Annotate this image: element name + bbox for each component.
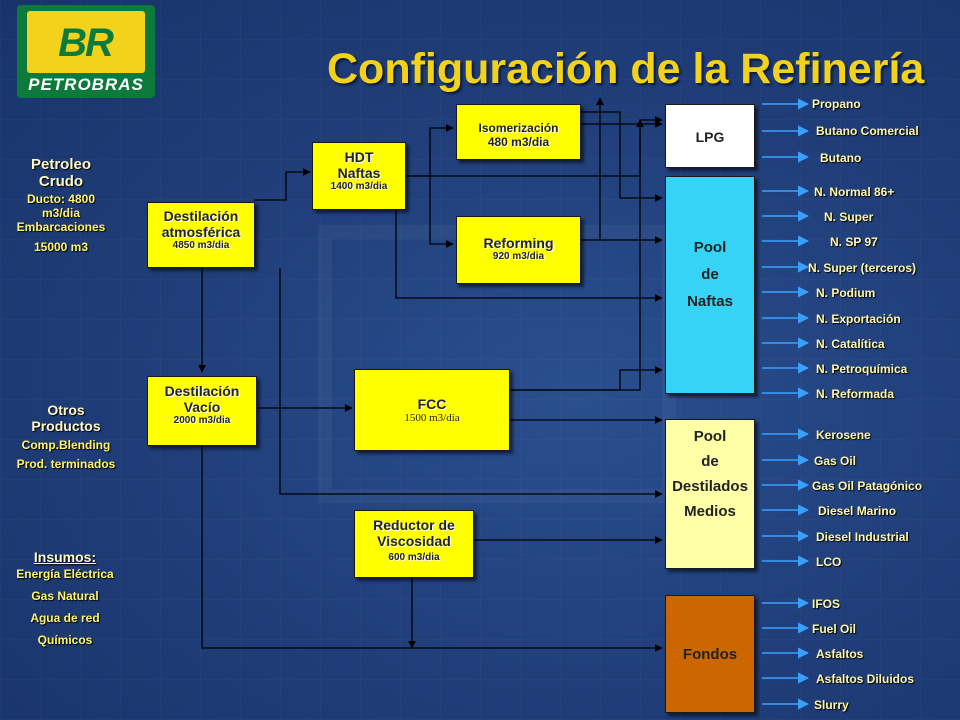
ref-name: Reforming	[483, 235, 554, 251]
hdt-capacity: 1400 m3/dia	[330, 181, 388, 192]
arrow-atm-to-hdt	[254, 168, 311, 201]
destilados-l3: Destilados	[672, 478, 748, 495]
destilados-l2: de	[701, 453, 719, 470]
product-destilados-2: Gas Oil Patagónico	[812, 479, 923, 493]
otros-title-2: Productos	[31, 418, 101, 434]
product-destilados-0: Kerosene	[816, 428, 871, 442]
unit-fcc: FCC 1500 m3/dia	[354, 369, 510, 451]
product-fondos-3: Asfaltos Diluidos	[816, 672, 915, 686]
destilados-l4: Medios	[684, 503, 736, 520]
atm-name-1: Destilación	[163, 208, 239, 224]
lpg-label: LPG	[695, 129, 725, 145]
atm-capacity: 4850 m3/dia	[172, 240, 230, 251]
arrow-atm-to-destilados	[279, 268, 663, 498]
visb-name-1: Reductor de	[373, 517, 455, 533]
product-naftas-6: N. Catalítica	[816, 337, 885, 351]
unit-reforming: Reforming 920 m3/dia	[456, 216, 581, 284]
insumos-title: Insumos:	[33, 549, 97, 565]
insumos-line-2: Gas Natural	[31, 589, 99, 603]
arrow-hdt-to-naftas	[395, 196, 663, 302]
page-title: Configuración de la Refinería	[327, 45, 925, 93]
product-butano: Butano	[820, 151, 862, 165]
product-naftas-2: N. SP 97	[830, 235, 878, 249]
otros-title-1: Otros	[47, 402, 85, 418]
naftas-l2: de	[701, 266, 719, 283]
naftas-l1: Pool	[693, 239, 727, 256]
product-destilados-1: Gas Oil	[814, 454, 857, 468]
otros-line-2: Prod. terminados	[16, 457, 116, 471]
vac-name-2: Vacío	[183, 399, 221, 415]
crude-title-2: Crudo	[38, 173, 84, 190]
arrow-hdt-to-ref	[429, 176, 454, 248]
product-fondos-1: Fuel Oil	[812, 622, 857, 636]
fcc-name: FCC	[417, 396, 447, 412]
input-otros: Otros Productos Comp.Blending Prod. term…	[5, 402, 127, 471]
product-naftas-8: N. Reformada	[816, 387, 895, 401]
logo-br-mark: BR	[58, 21, 114, 65]
visb-name-2: Viscosidad	[377, 533, 451, 549]
product-butano-comercial: Butano Comercial	[816, 124, 919, 138]
pool-fondos: Fondos	[665, 595, 755, 713]
fcc-capacity: 1500 m3/dia	[404, 412, 460, 424]
product-destilados-5: LCO	[816, 555, 842, 569]
product-fondos-0: IFOS	[812, 597, 841, 611]
product-naftas-7: N. Petroquímica	[816, 362, 908, 376]
naftas-l3: Naftas	[687, 293, 733, 310]
unit-hdt-naftas: HDT Naftas 1400 m3/dia	[312, 142, 406, 210]
visb-capacity: 600 m3/dia	[388, 552, 440, 563]
vac-name-1: Destilación	[164, 383, 240, 399]
crude-line-3: Embarcaciones	[16, 220, 106, 234]
destilados-l1: Pool	[693, 428, 727, 445]
product-naftas-0: N. Normal 86+	[814, 185, 895, 199]
product-fondos-4: Slurry	[814, 698, 849, 712]
product-propano: Propano	[812, 97, 861, 111]
pool-destilados-medios: Pool de Destilados Medios	[665, 419, 755, 569]
product-destilados-3: Diesel Marino	[818, 504, 897, 518]
hdt-name-1: HDT	[344, 149, 374, 165]
product-naftas-4: N. Podium	[816, 286, 876, 300]
iso-name: Isomerización	[478, 121, 559, 135]
insumos-line-3: Agua de red	[30, 611, 100, 625]
atm-name-2: atmosférica	[161, 224, 241, 240]
insumos-line-1: Energía Eléctrica	[16, 567, 114, 581]
logo-yellow-panel: BR	[27, 11, 145, 73]
arrow-vac-to-visb	[201, 446, 663, 652]
input-insumos: Insumos: Energía Eléctrica Gas Natural A…	[0, 549, 130, 647]
logo-wordmark: PETROBRAS	[28, 75, 144, 94]
unit-reductor-viscosidad: Reductor de Viscosidad 600 m3/dia	[354, 510, 474, 578]
product-naftas-3: N. Super (terceros)	[808, 261, 917, 275]
hdt-name-2: Naftas	[337, 165, 381, 181]
insumos-line-4: Químicos	[37, 633, 93, 647]
arrow-fcc-to-naftas-2	[510, 366, 663, 391]
product-naftas-5: N. Exportación	[816, 312, 901, 326]
pool-lpg: LPG	[665, 104, 755, 168]
crude-line-2: m3/dia	[41, 206, 80, 220]
crude-line-4: 15000 m3	[33, 240, 89, 254]
ref-capacity: 920 m3/dia	[492, 251, 545, 262]
crude-title-1: Petroleo	[30, 156, 91, 173]
arrow-hdt-to-iso	[405, 124, 454, 177]
unit-destilacion-atmosferica: Destilación atmosférica 4850 m3/dia	[147, 202, 255, 268]
fondos-label: Fondos	[682, 646, 738, 663]
product-fondos-2: Asfaltos	[816, 647, 864, 661]
input-crude: Petroleo Crudo Ducto: 4800 m3/dia Embarc…	[5, 156, 117, 254]
otros-line-1: Comp.Blending	[21, 438, 111, 452]
unit-isomerizacion: Isomerización 480 m3/dia	[456, 104, 581, 160]
vac-capacity: 2000 m3/dia	[173, 415, 231, 426]
product-naftas-1: N. Super	[824, 210, 874, 224]
unit-destilacion-vacio: Destilación Vacío 2000 m3/dia	[147, 376, 257, 446]
iso-capacity: 480 m3/dia	[487, 135, 550, 149]
arrow-iso-to-naftas	[581, 111, 663, 202]
pool-naftas: Pool de Naftas	[665, 176, 755, 394]
product-destilados-4: Diesel Industrial	[816, 530, 909, 544]
petrobras-logo: BR PETROBRAS	[17, 5, 155, 98]
crude-line-1: Ducto: 4800	[26, 192, 96, 206]
